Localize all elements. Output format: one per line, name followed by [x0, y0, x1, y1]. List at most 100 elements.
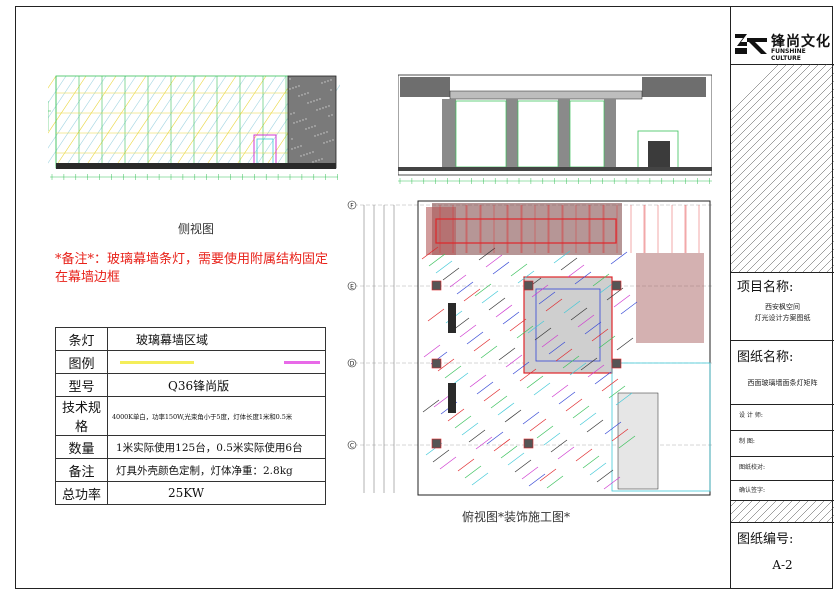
plan-light-stroke [567, 264, 585, 278]
side-wall-speck [296, 121, 298, 123]
side-diagonal-line [165, 75, 227, 167]
side-view-drawing [48, 75, 340, 180]
plan-grid-bubble [347, 440, 357, 450]
legend-swatches [107, 350, 326, 374]
side-wall-speck [293, 122, 295, 124]
side-wall-speck [321, 82, 323, 84]
side-view-dimension-ticks [51, 174, 338, 180]
elevation-drawing [398, 74, 712, 184]
plan-light-stroke [454, 415, 472, 429]
plan-light-stroke [490, 395, 508, 409]
plan-light-stroke [541, 334, 559, 348]
side-wall-speck [298, 95, 300, 97]
funshine-logo-icon [735, 34, 767, 54]
plan-light-stroke [502, 311, 520, 325]
side-diagonal-line [185, 75, 247, 167]
hatch-line [770, 501, 793, 522]
hatch-line [731, 64, 834, 169]
side-wall-speck [313, 100, 315, 102]
plan-light-stroke [550, 439, 568, 453]
side-view-caption: 侧视图 [178, 222, 215, 236]
hatch-line [746, 501, 769, 522]
side-diagonal-line [105, 75, 167, 167]
plan-light-stroke [558, 391, 576, 405]
plan-light-stroke [610, 251, 628, 265]
plan-light-stroke [514, 459, 532, 473]
side-wall-speck [297, 146, 299, 148]
plan-light-stroke [461, 422, 479, 436]
plan-light-stroke [577, 314, 595, 328]
plan-light-stroke [497, 402, 515, 416]
hatch-line [810, 248, 834, 272]
drawing-name-value: 西面玻璃墙面条灯矩阵 [747, 379, 818, 387]
title-block-divider [731, 522, 834, 523]
hatch-line [731, 72, 834, 177]
plan-light-stroke [476, 381, 494, 395]
project-name-line-2: 灯光设计方案图纸 [754, 314, 811, 322]
hatch-line [738, 501, 761, 522]
side-diagonal-line [135, 75, 197, 167]
side-wall-speck [306, 153, 308, 155]
side-diagonal-line [65, 75, 127, 167]
plan-light-stroke [500, 445, 518, 459]
spec-row-technical: 技术规格 4000K单白，功率150W,光束角小于5度，灯体长度1米和0.5米 [55, 396, 326, 436]
hatch-line [826, 514, 834, 522]
side-view-diagonals [48, 75, 340, 167]
side-diagonal-line [115, 75, 177, 167]
hatch-line [731, 64, 812, 145]
plan-view-caption: 俯视图*装饰施工图* [462, 510, 571, 524]
side-wall-speck [324, 81, 326, 83]
installation-note: *备注*：玻璃幕墙条灯，需要使用附属结构固定在幕墙边框 [55, 252, 329, 285]
side-diagonal-line [195, 75, 257, 167]
plan-light-stroke [545, 298, 563, 312]
plan-light-stroke [618, 435, 636, 449]
plan-light-stroke [584, 321, 602, 335]
hatch-line [818, 506, 834, 522]
plan-light-stroke [449, 274, 467, 288]
hatch-line [731, 152, 834, 257]
plan-light-stroke [563, 300, 581, 314]
hatch-line [731, 120, 834, 225]
plan-light-stroke [569, 362, 587, 376]
spec-key: 图例 [55, 350, 108, 374]
plan-light-stroke [526, 375, 544, 389]
plan-light-stroke [498, 347, 516, 361]
hatch-line [778, 501, 801, 522]
side-wall-speck [319, 108, 321, 110]
side-wall-speck [302, 119, 304, 121]
spec-row-legend: 图例 [55, 350, 326, 374]
plan-light-stroke [613, 294, 631, 308]
spec-key: 数量 [55, 435, 108, 459]
spec-row-total-power: 总功率 25KW [55, 481, 326, 505]
side-wall-speck [295, 86, 297, 88]
plan-column [431, 438, 442, 449]
side-wall-speck [314, 135, 316, 137]
side-wall-speck [325, 106, 327, 108]
plan-light-stroke [466, 331, 484, 345]
side-wall-speck [300, 145, 302, 147]
side-wall-speck [309, 152, 311, 154]
drawing-number-label: 图纸编号: [737, 532, 794, 547]
plan-light-stroke [422, 399, 440, 413]
side-wall-speck [320, 133, 322, 135]
side-wall-speck [318, 159, 320, 161]
side-wall-speck [298, 85, 300, 87]
title-block-divider [731, 340, 834, 341]
side-wall-speck [332, 139, 334, 141]
plan-light-stroke [457, 458, 475, 472]
plan-grid-label: C [350, 443, 354, 450]
side-wall-speck [291, 148, 293, 150]
hatch-line [731, 136, 834, 241]
plan-light-stroke [598, 335, 616, 349]
side-diagonal-line [235, 75, 297, 167]
side-wall-speck [304, 93, 306, 95]
plan-light-stroke [557, 446, 575, 460]
plan-light-stroke [531, 284, 549, 298]
plan-light-stroke [604, 421, 622, 435]
hatch-line [786, 224, 834, 272]
plan-light-stroke [447, 408, 465, 422]
title-block-divider [731, 404, 834, 405]
hatch-line [731, 501, 753, 522]
title-block-divider [731, 64, 834, 65]
